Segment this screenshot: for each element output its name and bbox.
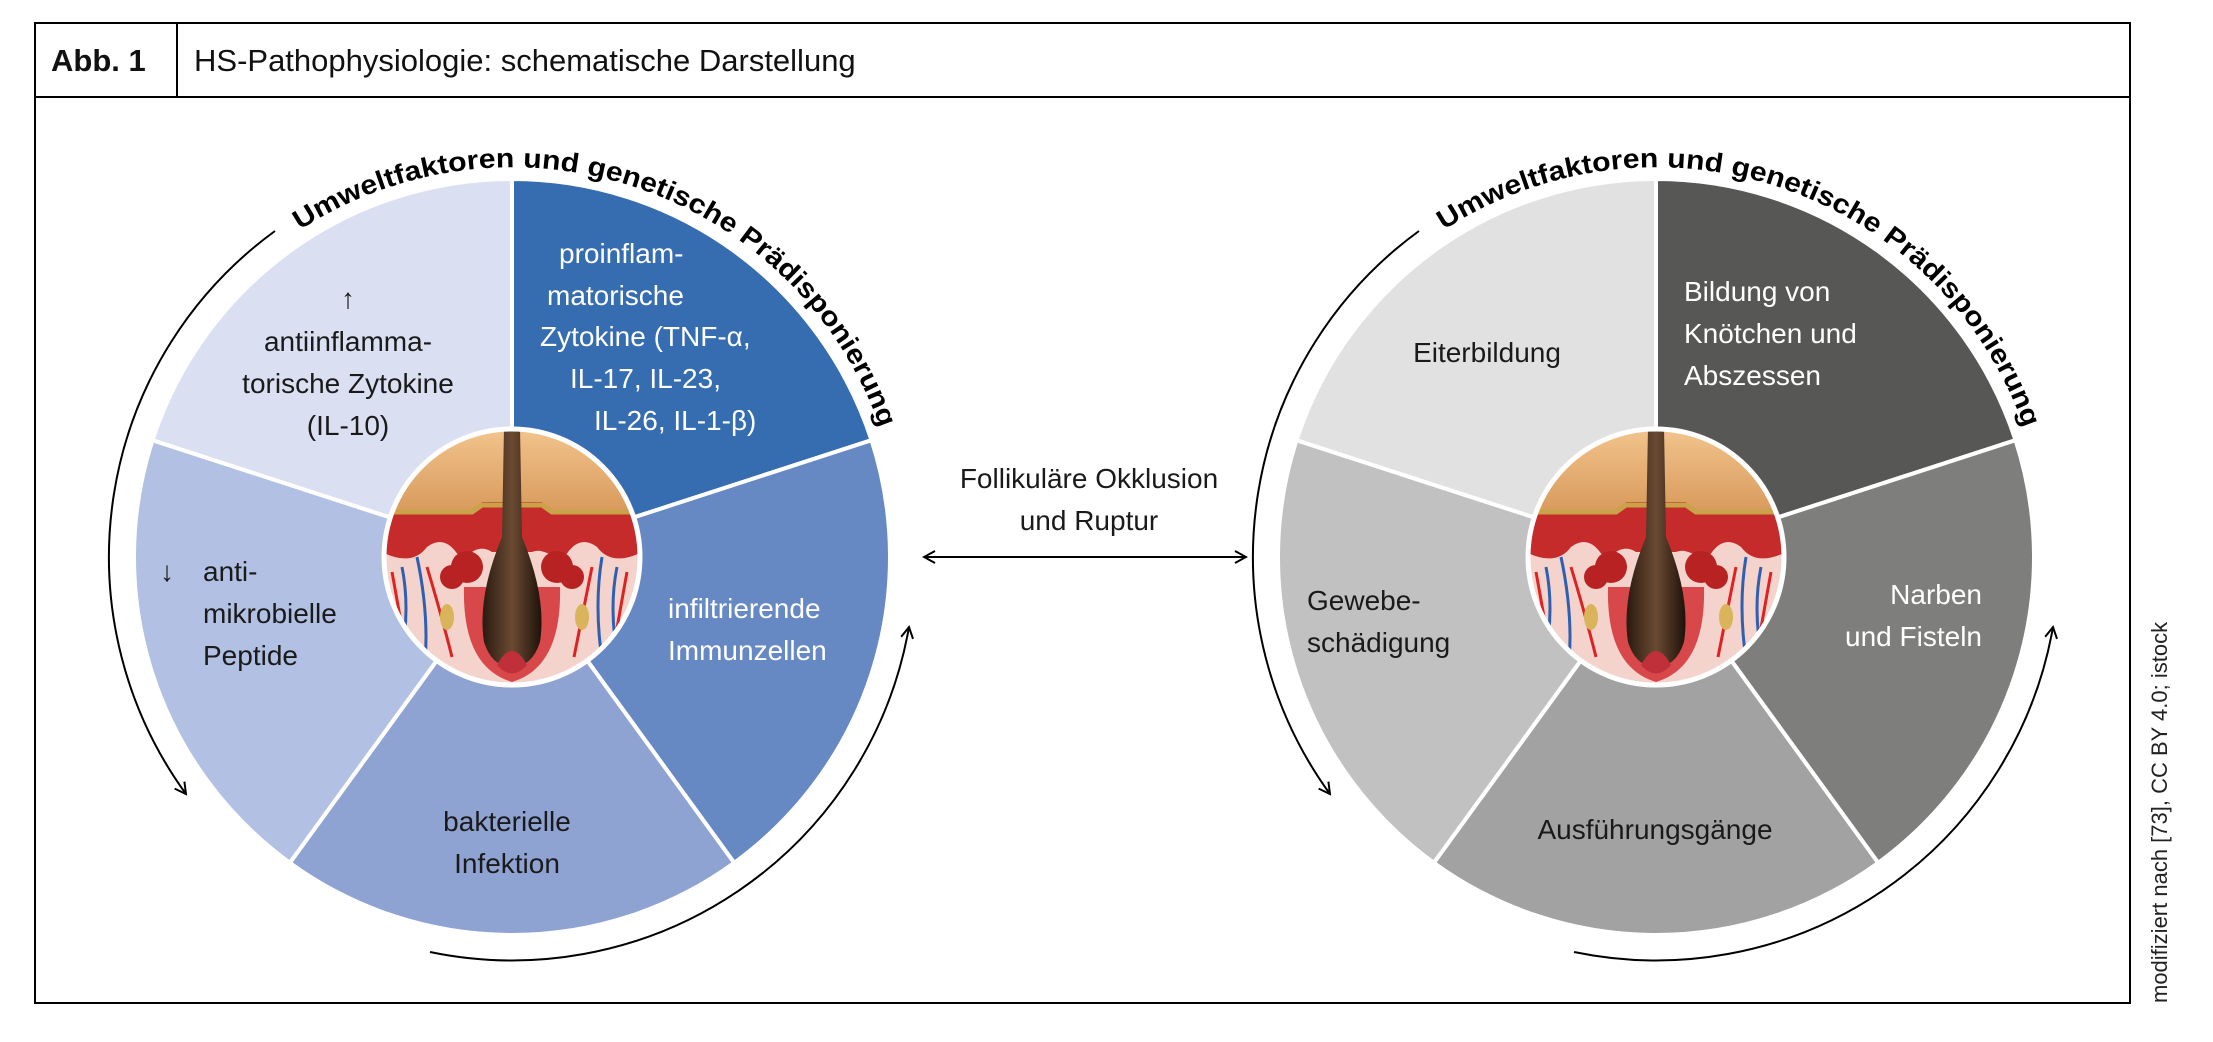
segment-text: IL-26, IL-1-β) [594, 405, 756, 436]
segment-text: Infektion [454, 848, 560, 879]
segment-text: Eiterbildung [1413, 337, 1561, 368]
segment-text: torische Zytokine [242, 368, 454, 399]
image-credit: modifiziert nach [73], CC BY 4.0; istock [2147, 621, 2172, 1003]
segment-text: Peptide [203, 640, 298, 671]
cycle-arrow-left [1251, 230, 1420, 794]
segment-text: proinflam- [559, 238, 683, 269]
hair-follicle-illustration [382, 427, 642, 687]
segment-text: Abszessen [1684, 360, 1821, 391]
segment-pus-formation: Eiterbildung [1413, 337, 1561, 368]
segment-nodules-abscesses: Bildung von Knötchen und Abszessen [1684, 276, 1857, 391]
figure-frame [34, 22, 2131, 1004]
segment-text: Immunzellen [668, 635, 827, 666]
segment-text: Knötchen und [1684, 318, 1857, 349]
figure-title: HS-Pathophysiologie: schematische Darste… [194, 43, 856, 78]
arrow-up-icon: ↑ [341, 283, 355, 314]
segment-text: infiltrierende [668, 593, 821, 624]
segment-infiltrating-immune-cells: infiltrierende Immunzellen [668, 593, 827, 666]
segment-text: Ausführungsgänge [1537, 814, 1772, 845]
segment-text: matorische [547, 280, 684, 311]
segment-text: IL-17, IL-23, [570, 363, 721, 394]
segment-text: Gewebe- [1307, 585, 1421, 616]
segment-bacterial-infection: bakterielle Infektion [443, 806, 571, 879]
segment-text: und Fisteln [1845, 621, 1982, 652]
segment-tunnels: Ausführungsgänge [1537, 814, 1772, 845]
pie-segment [1431, 553, 1881, 937]
segment-text: Zytokine (TNF-α, [540, 321, 751, 352]
cycle-arrow-bottom [1573, 627, 2053, 962]
segment-text: antiinflamma- [264, 326, 432, 357]
pie-segment [287, 553, 737, 937]
segment-text: Bildung von [1684, 276, 1830, 307]
segment-text: (IL-10) [307, 410, 389, 441]
segment-antimicrobial-peptides: ↓ anti- mikrobielle Peptide [160, 556, 337, 671]
hair-follicle-illustration [1526, 427, 1786, 687]
cycle-arrow-bottom [429, 627, 909, 962]
segment-text: bakterielle [443, 806, 571, 837]
connector-label: und Ruptur [1020, 505, 1159, 536]
segment-text: anti- [203, 556, 257, 587]
segment-proinflammatory-cytokines: proinflam- matorische Zytokine (TNF-α, I… [540, 238, 756, 436]
segment-text: schädigung [1307, 627, 1450, 658]
arrow-down-icon: ↓ [160, 556, 174, 587]
segment-text: Narben [1890, 579, 1982, 610]
connector: Follikuläre Okklusion und Ruptur [924, 463, 1246, 557]
connector-label: Follikuläre Okklusion [960, 463, 1218, 494]
segment-scars-fistulas: Narben und Fisteln [1845, 579, 1982, 652]
figure-label: Abb. 1 [51, 43, 146, 78]
segment-tissue-damage: Gewebe- schädigung [1307, 585, 1450, 658]
cycle-arrow-left [107, 230, 276, 794]
segment-antiinflammatory-cytokines: ↑ antiinflamma- torische Zytokine (IL-10… [242, 283, 454, 441]
right-cycle: Umweltfaktoren und genetische Prädisponi… [1251, 143, 2053, 962]
segment-text: mikrobielle [203, 598, 337, 629]
left-cycle: Umweltfaktoren und genetische Prädisponi… [107, 143, 909, 962]
